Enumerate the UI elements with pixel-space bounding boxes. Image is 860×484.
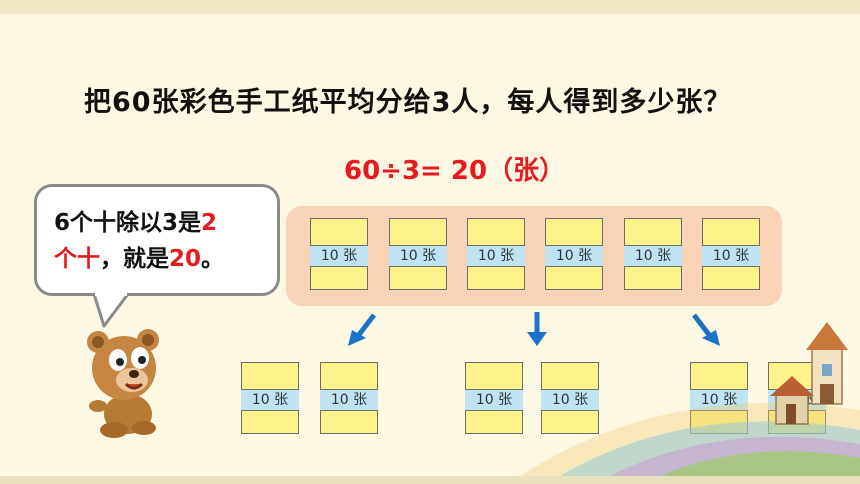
- bubble-text-part: ，就是: [100, 246, 169, 272]
- bundle-label: 10 张: [690, 389, 748, 411]
- bubble-highlight: 2: [201, 210, 218, 236]
- bundle-label: 10 张: [320, 389, 378, 411]
- paper-bundle: 10 张: [389, 218, 447, 290]
- bubble-highlight: 20: [169, 246, 202, 272]
- bear-mascot-icon: [87, 329, 159, 438]
- equation-text: 60÷3= 20（张）: [344, 156, 566, 186]
- bundle-label: 10 张: [541, 389, 599, 411]
- paper-bundle: 10 张: [310, 218, 368, 290]
- top-frame: [0, 0, 860, 14]
- arrow-down-icon: [348, 313, 376, 346]
- paper-tray: [286, 206, 782, 306]
- bubble-text-part: 6个十除以3是: [54, 210, 202, 236]
- bundle-label: 10 张: [467, 245, 525, 267]
- house-scenery-icon: [520, 322, 860, 476]
- question-text: 把60张彩色手工纸平均分给3人，每人得到多少张？: [84, 87, 732, 118]
- paper-bundle: 10 张: [702, 218, 760, 290]
- bubble-text: 6个十除以3是2 个十，就是20。: [54, 205, 264, 277]
- arrow-down-icon: [527, 312, 547, 346]
- paper-bundle: 10 张: [545, 218, 603, 290]
- bundle-label: 10 张: [702, 245, 760, 267]
- paper-bundle: 10 张: [467, 218, 525, 290]
- bubble-text-part: 。: [201, 246, 225, 272]
- bundle-label: 10 张: [389, 245, 447, 267]
- bundle-label: 10 张: [545, 245, 603, 267]
- paper-bundle: 10 张: [541, 362, 599, 434]
- paper-bundle: 10 张: [690, 362, 748, 434]
- bundle-label: 10 张: [310, 245, 368, 267]
- paper-bundle: 10 张: [241, 362, 299, 434]
- paper-bundle: 10 张: [465, 362, 523, 434]
- bundle-label: 10 张: [241, 389, 299, 411]
- arrow-down-icon: [692, 313, 720, 346]
- bundle-label: 10 张: [624, 245, 682, 267]
- bubble-highlight: 个十: [54, 246, 100, 272]
- bottom-frame: [0, 476, 860, 484]
- paper-bundle: 10 张: [624, 218, 682, 290]
- speech-bubble: [34, 184, 280, 296]
- paper-bundle: 10 张: [320, 362, 378, 434]
- speech-bubble-tail: [92, 292, 130, 328]
- bundle-label: 10 张: [465, 389, 523, 411]
